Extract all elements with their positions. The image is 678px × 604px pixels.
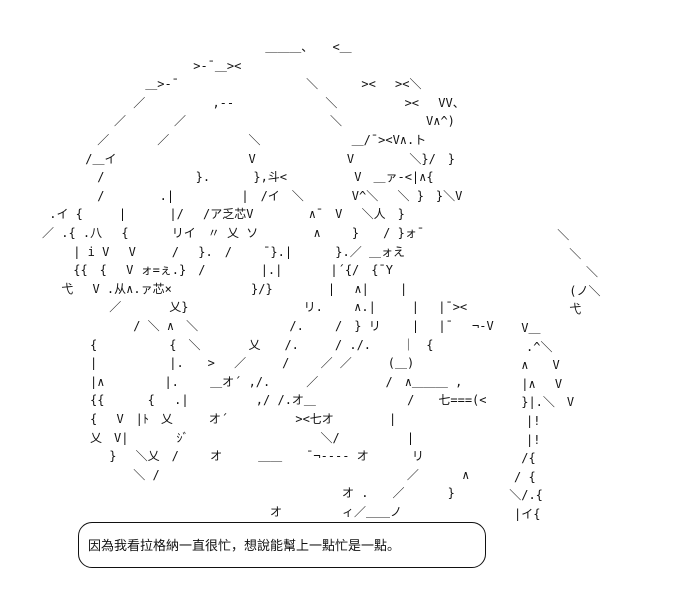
ascii-art-line: |∧ |. ＿オ´ ,/. ／ / ∧＿＿＿ , [30,374,463,389]
ascii-art-line: オ ィ／＿＿ノ [30,505,403,519]
ascii-art-line: ＼ / ／ ∧ [30,467,470,482]
ascii-art-side-line: |イ{ [478,507,541,521]
ascii-art-line: ／ .{ .八 { リイ 〃 乂 ソ ∧ } / }ォ¯ [30,226,425,240]
ascii-art-line: } ＼乂 / オ ＿＿ ¯¬---- オ リ [30,449,424,464]
ascii-art-side-line: |! [478,414,541,428]
speech-bubble [78,522,486,568]
ascii-art-line: ／ ／ ＼ ＿/¯><V∧.ト [30,133,427,147]
ascii-art-line: 乂 V| ｼﾞ ＼/ | [30,430,415,445]
ascii-art-line: | |. > ／ / ／ ／ (＿) [30,356,415,371]
ascii-art-line: >‐¯＿>< [30,58,374,73]
ascii-art-line: {{ { V ォ=ぇ.} / |.| |´{/ {¯Y [30,263,393,278]
ascii-art-side-line: /{ [478,451,536,466]
ascii-art-side-line: ＼ [478,228,570,242]
ascii-art-line: ／ ,‐‐ ＼ >< VV、 [30,95,465,110]
ascii-art-line: / .| | /イ ＼ V^＼ ＼ } }＼V [30,188,463,203]
ascii-art-side-line: ＼ [478,265,599,280]
ascii-art-side-line: }|.＼ V [478,395,575,410]
ascii-art-side-line: V＿ [478,321,541,335]
ascii-art-line: / }. },斗< V ＿ァ‐<|∧{ [30,170,434,185]
ascii-art-side-line: ＼ [478,246,582,261]
ascii-art-side-line: ∧ V [478,358,560,373]
ascii-art-line: 弋 V .从∧.ァ芯× }/} | ∧| | [30,281,408,296]
speech-bubble-text: 因為我看拉格納一直很忙，想說能幫上一點忙是一點。 [88,539,401,554]
ascii-art-side-line: ＼/.{ [478,488,543,503]
ascii-art-side-line: 弋 [478,302,582,317]
ascii-art-line: /＿イ V V ＼}/ } [30,151,456,166]
ascii-art-line: ＿>‐¯ ＼ >< ><＼ [30,77,422,92]
ascii-art-line: {{ { .| ,/ /.オ＿ / 七===(< [30,393,487,408]
ascii-art-side-line: |! [478,432,541,447]
ascii-art-line: オ . ／ } [30,486,455,501]
ascii-art-line: { { ＼ 乂 /. / ./. ｜ { [30,337,434,352]
ascii-art-line: | i V V / }. / ¯}.| }.／ ＿ォえ [30,244,405,259]
ascii-art-side-line: |∧ V [478,376,563,391]
ascii-art-line: ／ 乂} リ. ∧.| | |¯>< [30,300,468,315]
ascii-art-line: / ＼ ∧ ＼ /. / } リ | |¯ ¬-V [30,319,494,333]
ascii-art-side-line: / { [478,469,536,484]
ascii-art-line: ＿＿＿、 <＿ [30,40,352,54]
ascii-art-side-line: .^＼ [478,339,553,354]
ascii-art-line: ／ ／ ＼ V∧^) [30,114,455,129]
ascii-art-line: .イ { | |/ /ア乏芯V ∧¯ V ＼人 } [30,207,405,222]
ascii-art-line: { V |ﾄ 乂 オ´ ><七オ | [30,412,397,426]
ascii-art-side-line: (ノ＼ [478,283,601,298]
